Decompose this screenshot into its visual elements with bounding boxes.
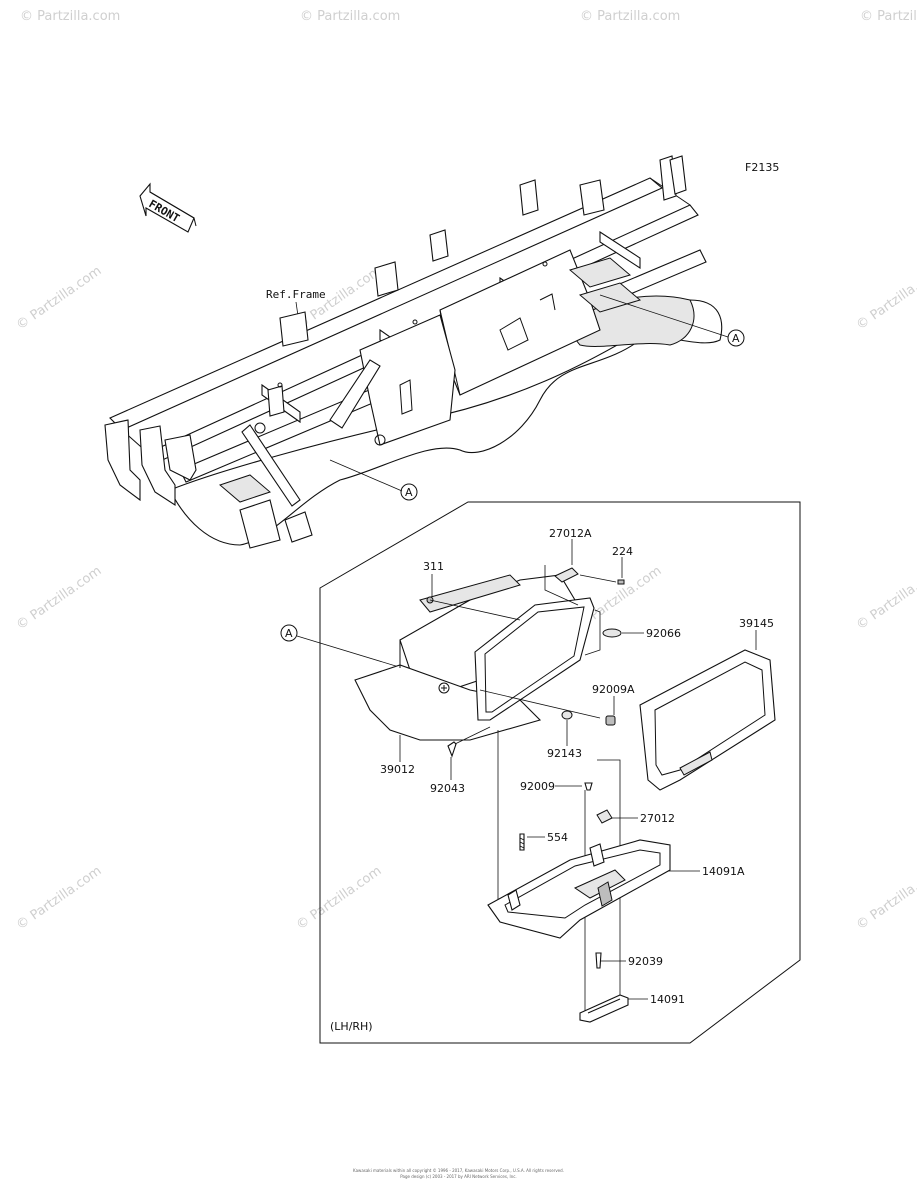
watermark: © Partzilla.com: [14, 263, 105, 333]
part-label-92009: 92009: [520, 780, 555, 793]
part-39145-cover: [639, 649, 776, 791]
watermark: © Partzilla.com: [854, 263, 917, 333]
detail-frame: [319, 501, 801, 1044]
part-label-554: 554: [547, 831, 568, 844]
part-224-screw: [579, 574, 625, 585]
copyright-line-1: Kawasaki materials within all copyright …: [353, 1168, 564, 1173]
part-92143-collar: [561, 710, 573, 720]
watermark: © Partzilla.com: [854, 563, 917, 633]
part-27012-latch: [596, 809, 613, 824]
part-92043-pin: [447, 726, 491, 758]
leader-line: [597, 759, 621, 1000]
part-92039-screw: [595, 952, 602, 969]
part-label-311: 311: [423, 560, 444, 573]
ref-frame-label: Ref.Frame: [266, 288, 326, 301]
part-label-14091: 14091: [650, 993, 685, 1006]
watermark: © Partzilla.com: [20, 9, 120, 24]
part-14091a-lid: [487, 839, 671, 939]
leader-line: [429, 599, 521, 621]
ref-marker-a-lower: A: [329, 459, 418, 501]
ref-marker-label: A: [285, 627, 293, 640]
part-label-92066: 92066: [646, 627, 681, 640]
diagram-code: F2135: [745, 161, 779, 174]
watermark: © Partzilla.com: [854, 863, 917, 933]
ref-marker-label: A: [405, 486, 413, 499]
variant-label: (LH/RH): [330, 1020, 373, 1033]
watermark: © Partzilla.com: [14, 563, 105, 633]
part-label-92009a: 92009A: [592, 683, 635, 696]
part-39012-housing: [354, 574, 576, 741]
part-label-27012a: 27012A: [549, 527, 592, 540]
part-554-spring: [519, 833, 525, 851]
part-label-39012: 39012: [380, 763, 415, 776]
part-92009a-screw: [479, 689, 616, 726]
part-27012a-latch: [544, 565, 579, 606]
part-92009-screw: [584, 782, 593, 791]
part-label-92043: 92043: [430, 782, 465, 795]
watermark: © Partzilla.com: [860, 9, 917, 24]
part-label-27012: 27012: [640, 812, 675, 825]
part-27012a-frame: [474, 597, 595, 721]
copyright-line-2: Page design (c) 2003 - 2017 by ARI Netwo…: [400, 1174, 517, 1179]
watermark: © Partzilla.com: [294, 863, 385, 933]
ref-marker-a-upper: A: [599, 294, 745, 347]
ref-marker-label: A: [732, 332, 740, 345]
part-label-224: 224: [612, 545, 633, 558]
part-label-92143: 92143: [547, 747, 582, 760]
part-92066-cap: [584, 609, 622, 656]
watermark: © Partzilla.com: [14, 863, 105, 933]
part-label-92039: 92039: [628, 955, 663, 968]
vehicle-frame: [104, 155, 723, 549]
watermark: © Partzilla.com: [580, 9, 680, 24]
part-label-39145: 39145: [739, 617, 774, 630]
part-14091-handle: [579, 994, 629, 1023]
watermark: © Partzilla.com: [300, 9, 400, 24]
part-label-14091a: 14091A: [702, 865, 745, 878]
front-arrow-icon: FRONT: [139, 182, 197, 233]
